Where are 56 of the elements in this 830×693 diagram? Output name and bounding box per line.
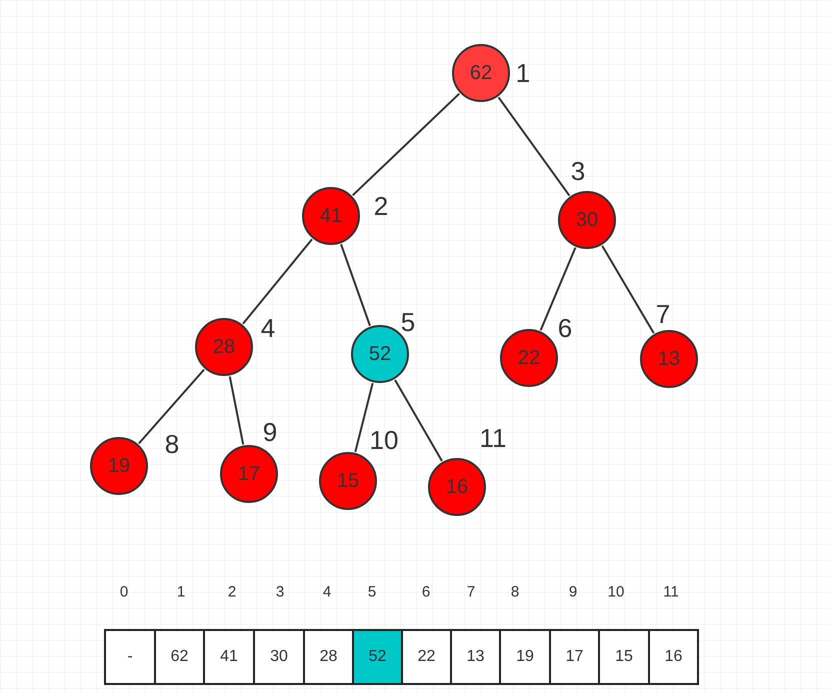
tree-edge — [352, 92, 460, 196]
tree-edge — [498, 96, 570, 196]
index-label: 9 — [262, 419, 278, 445]
tree-edge — [540, 247, 576, 331]
array-index: 4 — [322, 584, 332, 600]
array-cell: 22 — [401, 629, 452, 685]
array-index: 10 — [608, 584, 624, 600]
array-cell: 41 — [203, 629, 255, 685]
tree-edge — [394, 379, 443, 462]
array-cell: 19 — [499, 629, 551, 685]
node-value: 52 — [368, 344, 392, 364]
tree-edge — [601, 245, 655, 334]
node-value: 22 — [518, 348, 540, 368]
index-label: 10 — [370, 427, 398, 453]
tree-edge — [138, 368, 205, 444]
array-index: 2 — [228, 584, 236, 600]
index-label: 5 — [400, 309, 416, 335]
index-label: 2 — [374, 193, 388, 219]
index-label: 1 — [516, 60, 530, 86]
node-value: 19 — [108, 456, 130, 476]
array-index: 1 — [176, 584, 186, 600]
index-label: 11 — [480, 425, 506, 451]
array-index: 6 — [422, 584, 430, 600]
tree-edge — [354, 382, 374, 452]
index-label: 6 — [558, 315, 572, 341]
array-cell: 30 — [253, 629, 305, 685]
index-label: 4 — [260, 315, 276, 341]
index-label: 8 — [164, 431, 180, 457]
array-cell: 52 — [352, 629, 403, 685]
array-index: 3 — [276, 584, 284, 600]
tree-edge — [340, 244, 371, 326]
node-value: 62 — [470, 63, 492, 83]
array-index: 11 — [663, 584, 679, 600]
array-index: 7 — [466, 584, 476, 600]
array-cell: 13 — [450, 629, 501, 685]
node-value: 41 — [320, 206, 342, 226]
node-value: 30 — [576, 210, 598, 230]
node-value: 13 — [658, 349, 680, 369]
node-value: 17 — [238, 464, 260, 484]
array-cell: 62 — [154, 629, 205, 685]
node-value: 28 — [212, 337, 236, 357]
array-index: 0 — [120, 584, 128, 600]
array-index: 8 — [510, 584, 520, 600]
node-value: 15 — [336, 471, 360, 491]
array-index: 5 — [368, 584, 376, 600]
tree-edge — [242, 238, 313, 324]
tree-edge — [228, 376, 244, 445]
index-label: 7 — [656, 301, 670, 327]
array-cell: 16 — [648, 629, 699, 685]
array-cell: 17 — [549, 629, 600, 685]
array-index: 9 — [568, 584, 578, 600]
array-cell: 15 — [598, 629, 650, 685]
node-value: 16 — [446, 477, 468, 497]
array-cell: 28 — [303, 629, 354, 685]
index-label: 3 — [570, 158, 586, 184]
array-cell: - — [104, 629, 156, 685]
